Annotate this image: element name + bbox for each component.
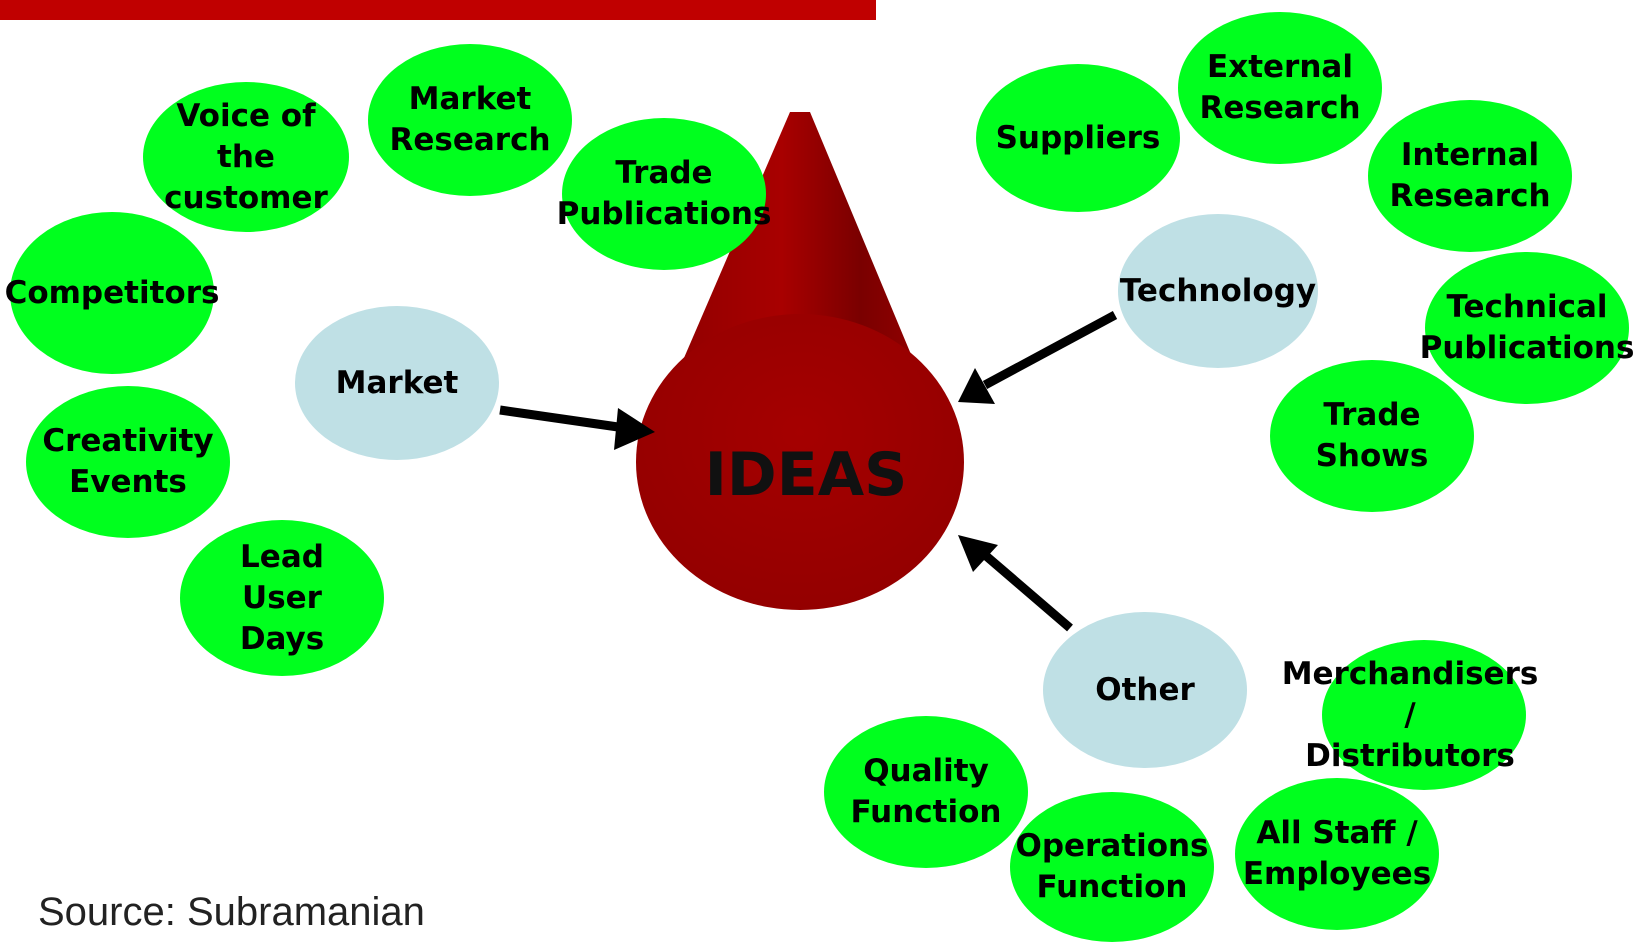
source-suppliers-label: Suppliers: [995, 119, 1161, 156]
other-arrow: [958, 535, 1073, 632]
source-operations-function: Operations Function: [1010, 792, 1214, 942]
source-trade-shows: Trade Shows: [1270, 360, 1474, 512]
source-voice-of-customer-label: Voice of the customer: [164, 97, 328, 216]
source-all-staff-label: All Staff / Employees: [1242, 815, 1432, 892]
source-external-research-label: External Research: [1199, 49, 1361, 126]
technology-arrow: [958, 311, 1118, 404]
source-quality-function: Quality Function: [824, 716, 1028, 868]
source-operations-function-label: Operations Function: [1015, 828, 1209, 905]
source-merchandisers: Merchandisers / Distributors: [1282, 640, 1538, 790]
source-lead-user-days-label: Lead User Days: [239, 538, 325, 657]
category-technology-label: Technology: [1119, 272, 1317, 309]
source-creativity-events: Creativity Events: [26, 386, 230, 538]
source-voice-of-customer: Voice of the customer: [143, 82, 349, 232]
source-quality-function-label: Quality Function: [850, 753, 1002, 830]
source-competitors-label: Competitors: [4, 274, 220, 311]
category-market: Market: [295, 306, 499, 460]
source-note: Source: Subramanian: [38, 890, 425, 934]
cone-base: [636, 314, 964, 610]
header-bar: [0, 0, 876, 20]
source-competitors: Competitors: [5, 212, 219, 374]
category-other-label: Other: [1095, 671, 1195, 708]
source-trade-publications-market: Trade Publications: [557, 118, 771, 270]
ideas-label: IDEAS: [704, 440, 908, 510]
source-technical-publications: Technical Publications: [1420, 252, 1634, 404]
source-all-staff: All Staff / Employees: [1235, 778, 1439, 930]
source-internal-research-label: Internal Research: [1389, 137, 1551, 214]
source-market-research-label: Market Research: [389, 81, 551, 158]
source-merchandisers-label: Merchandisers / Distributors: [1281, 655, 1539, 774]
source-trade-publications-market-label: Trade Publications: [556, 155, 772, 232]
source-technical-publications-label: Technical Publications: [1419, 289, 1635, 366]
source-suppliers: Suppliers: [976, 64, 1180, 212]
source-lead-user-days: Lead User Days: [180, 520, 384, 676]
source-market-research: Market Research: [368, 44, 572, 196]
source-internal-research: Internal Research: [1368, 100, 1572, 252]
source-external-research: External Research: [1178, 12, 1382, 164]
category-market-label: Market: [335, 364, 459, 401]
market-arrow: [499, 405, 655, 450]
category-technology: Technology: [1118, 214, 1318, 368]
ideas-cone: [636, 112, 964, 610]
source-trade-shows-label: Trade Shows: [1315, 397, 1429, 474]
category-other: Other: [1043, 612, 1247, 768]
source-creativity-events-label: Creativity Events: [42, 423, 214, 500]
